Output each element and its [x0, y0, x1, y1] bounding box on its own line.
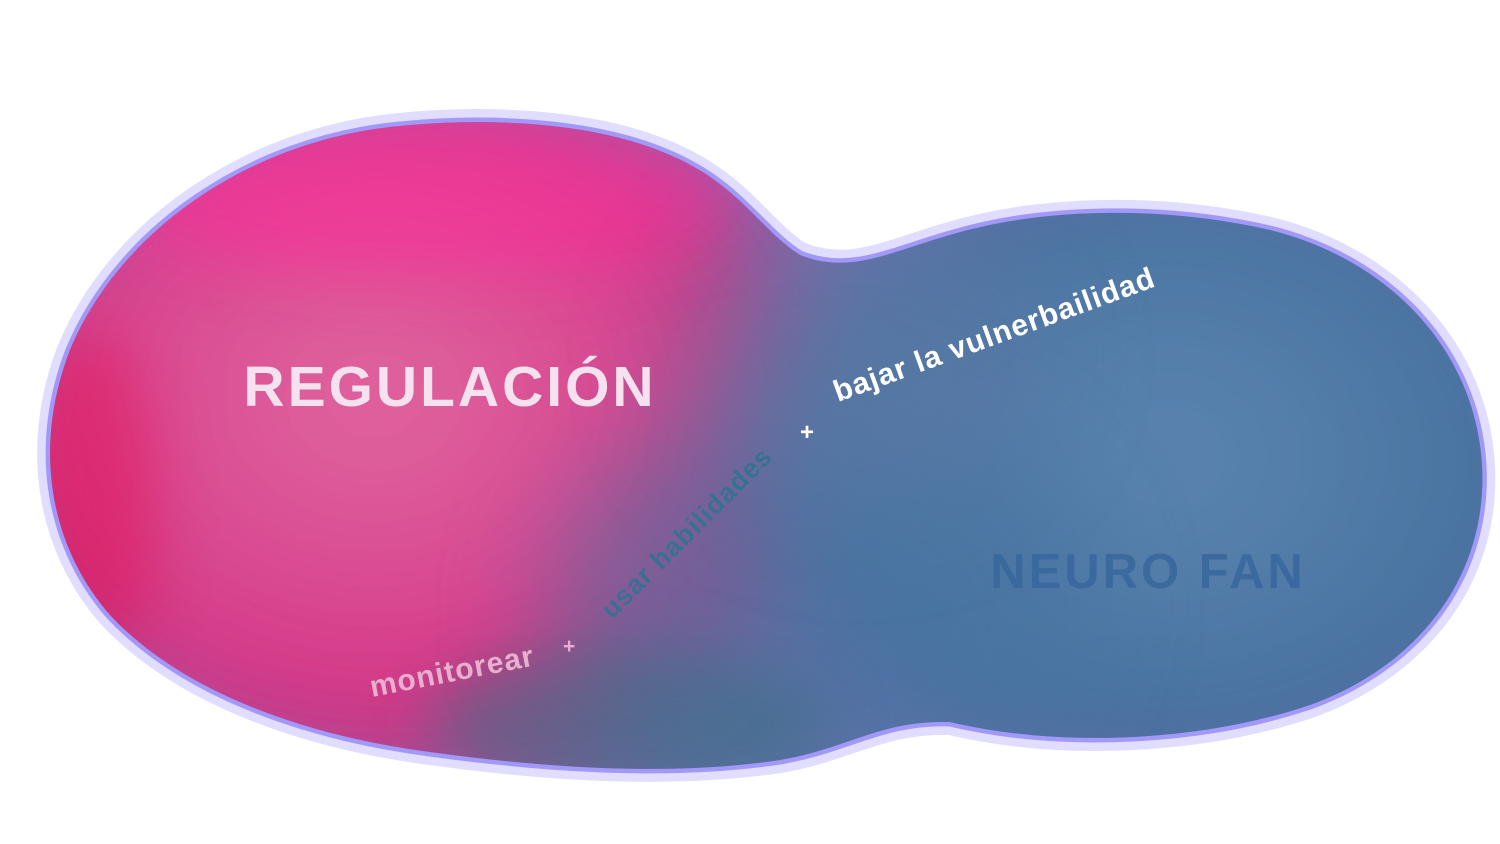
regulacion-label: REGULACIÓN — [243, 355, 656, 419]
plus-icon: + — [563, 635, 575, 658]
waist-upper-blend — [680, 210, 1040, 510]
plus-icon: + — [800, 419, 814, 446]
neuro-fan-label: NEURO FAN — [990, 545, 1306, 599]
red-edge-accent — [50, 330, 158, 670]
blob-interior — [50, 122, 1483, 769]
teal-bottom-accent — [430, 650, 830, 769]
